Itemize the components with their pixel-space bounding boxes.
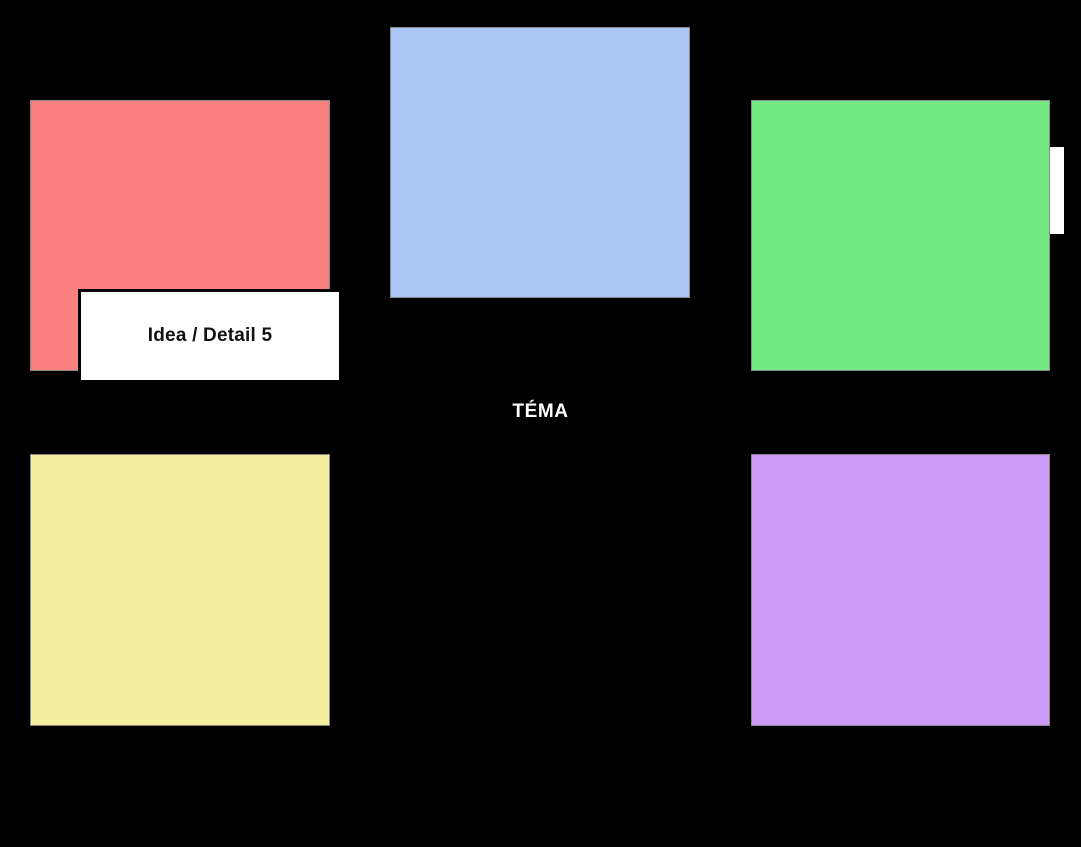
idea-card-5-inner-box[interactable]: Idea / Detail 5 (78, 289, 342, 383)
idea-card-5[interactable]: Idea / Detail 5 (30, 100, 342, 383)
idea-card-4[interactable]: Idea / Detail 4 (30, 454, 330, 726)
idea-card-3[interactable]: Idea / Detail 3 (751, 454, 1050, 726)
idea-card-5-label: Idea / Detail 5 (147, 324, 273, 346)
idea-card-2[interactable]: Idea / Detail 2 (751, 100, 1050, 371)
center-topic-label: TÉMA (512, 401, 569, 422)
idea-card-1[interactable]: Idea / Detail 1 (390, 27, 1067, 298)
